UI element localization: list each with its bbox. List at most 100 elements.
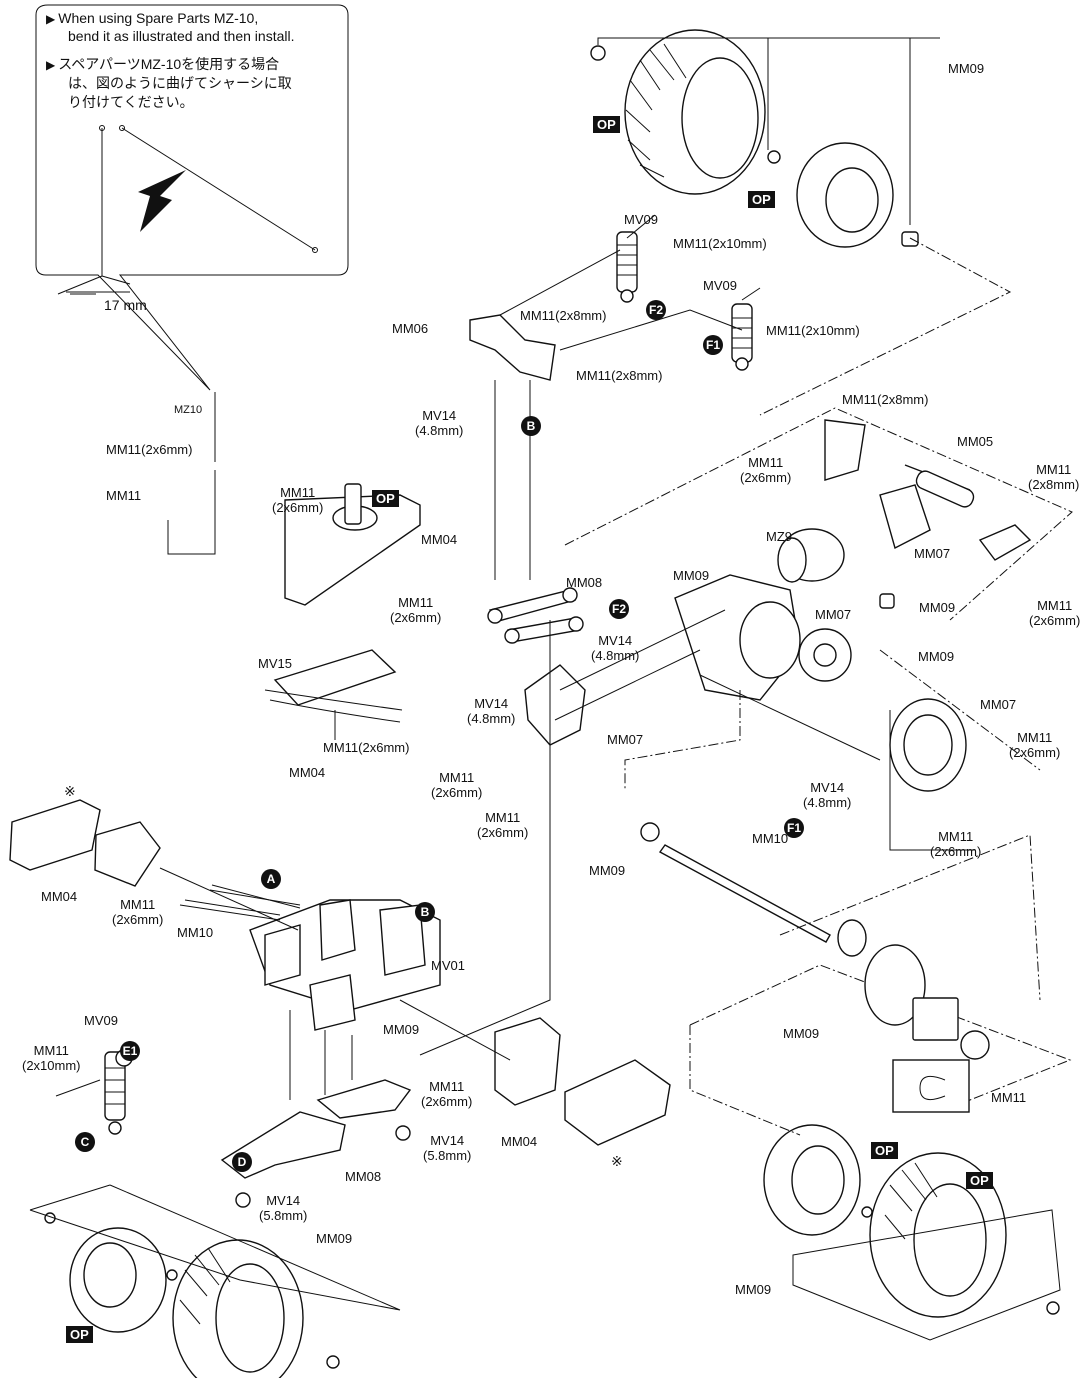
label-mm11-2x8-b: MM11(2x8mm) [576, 368, 663, 383]
label-mv14-58c: MV14(5.8mm) [259, 1193, 308, 1223]
wire-illustration [57, 127, 316, 295]
label-mm10-left: MM10 [177, 925, 214, 940]
label-mv09-mid: MV09 [703, 278, 737, 293]
label-mm11-cover: MM11(2x6mm) [1009, 730, 1061, 760]
shock-f2 [616, 231, 638, 303]
note-en-2: bend it as illustrated and then install. [68, 28, 295, 44]
mm05-mount [824, 419, 866, 481]
op-badge: OP [966, 1172, 993, 1189]
label-mm07-left: MM07 [607, 732, 644, 747]
label-mm06: MM06 [392, 321, 429, 336]
label-mv14-48: MV14(4.8mm) [415, 408, 464, 438]
op-badge: OP [871, 1142, 898, 1159]
label-mm11-2x8-c: MM11(2x8mm) [842, 392, 929, 407]
label-mv14-f2: MV14(4.8mm) [591, 633, 640, 663]
note-ja-2: は、図のように曲げてシャーシに取 [68, 75, 292, 91]
chassis-mv01 [249, 899, 441, 1031]
label-mm09-axle: MM09 [589, 863, 626, 878]
motor-mz9 [777, 528, 895, 609]
label-mm11-2x8-a: MM11(2x8mm) [520, 308, 607, 323]
triangle-bullet-icon: ▶ [46, 12, 56, 26]
shock-f1 [731, 303, 753, 371]
label-mm11-mm04: MM11(2x6mm) [272, 485, 324, 515]
wheel-bottom-right [763, 1124, 1060, 1318]
mv15-board [273, 649, 397, 706]
label-mm11-far2: MM11(2x6mm) [1029, 598, 1081, 628]
label-mm11-mv15: MM11(2x6mm) [390, 595, 442, 625]
gearbox [524, 574, 801, 746]
label-mm10-right: MM10 [752, 831, 789, 846]
marker-a: A [261, 869, 281, 889]
mm08-arm-lower [220, 1111, 346, 1179]
wheel-bottom-left [44, 1212, 340, 1378]
battery-cover-ref [564, 1059, 671, 1146]
note-ja-3: り付けてください。 [68, 94, 194, 110]
label-mm11-2x10-top: MM11(2x10mm) [673, 236, 767, 251]
label-mm04: MM04 [421, 532, 458, 547]
label-mm11-right: MM11(2x6mm) [431, 770, 483, 800]
marker-c: C [75, 1132, 95, 1152]
axle-mm10 [658, 844, 831, 943]
label-mm11-2x10: MM11(2x10mm) [22, 1043, 81, 1073]
marker-e1: E1 [120, 1041, 140, 1061]
marker-f1: F1 [784, 818, 804, 838]
label-mv14-58: MV14(5.8mm) [423, 1133, 472, 1163]
label-mm11: MM11 [106, 488, 142, 503]
label-mm07-gb: MM07 [815, 607, 852, 622]
marker-f1: F1 [703, 335, 723, 355]
label-mm08-bottom: MM08 [345, 1169, 382, 1184]
label-mm09-gear: MM09 [673, 568, 710, 583]
ref-mark: ※ [611, 1153, 623, 1169]
dimension-17mm: 17 mm [104, 297, 147, 313]
label-mm09-spur: MM09 [918, 649, 955, 664]
label-mm09-chassis: MM09 [383, 1022, 420, 1037]
mm06-bracket [469, 314, 556, 381]
label-mv14-left: MV14(4.8mm) [467, 696, 516, 726]
label-mv14-f1: MV14(4.8mm) [803, 780, 852, 810]
wheel-top-right [590, 29, 919, 248]
note-ja-line1: スペアパーツMZ-10を使用する場合 [58, 56, 280, 72]
mm04-tray [284, 494, 421, 606]
callout-bubble [35, 4, 349, 391]
ref-mark: ※ [64, 783, 76, 799]
mz10-wire [167, 392, 216, 555]
label-mm11-left: MM11(2x6mm) [112, 897, 164, 927]
label-mm11-2x10-mid: MM11(2x10mm) [766, 323, 860, 338]
mm05-plate [978, 524, 1032, 561]
marker-b: B [521, 416, 541, 436]
mm07-bracket [879, 484, 931, 550]
mm05-shaft [915, 470, 975, 508]
op-badge: OP [66, 1326, 93, 1343]
label-mm07-cover: MM07 [980, 697, 1017, 712]
shock-e1 [104, 1049, 133, 1135]
label-mm08-mid: MM08 [566, 575, 603, 590]
mm04-ref-part [9, 799, 101, 871]
label-mm11-2x6: MM11(2x6mm) [106, 442, 193, 457]
marker-f2: F2 [646, 300, 666, 320]
mm08-arm-upper [316, 1079, 412, 1119]
op-badge: OP [593, 116, 620, 133]
label-mm04-bottom: MM04 [501, 1134, 538, 1149]
label-mm09-pinion: MM09 [919, 600, 956, 615]
label-mv09-top: MV09 [624, 212, 658, 227]
label-mm09-diff: MM09 [783, 1026, 820, 1041]
mm04-bottom [494, 1017, 561, 1106]
mm04-left-part [94, 821, 161, 887]
label-mm11-eclip: MM11 [991, 1090, 1027, 1105]
label-mm11-far: MM11(2x8mm) [1028, 462, 1080, 492]
marker-f2: F2 [609, 599, 629, 619]
mm08-rod-a [489, 589, 577, 623]
triangle-bullet-icon: ▶ [46, 58, 56, 72]
op-badge: OP [372, 490, 399, 507]
note-en-1: ▶When using Spare Parts MZ-10, [46, 10, 258, 28]
label-mm09-wheel-right: MM09 [735, 1282, 772, 1297]
label-mm09-top: MM09 [948, 61, 985, 76]
label-mm04-small: MM04 [289, 765, 326, 780]
note-en-line1: When using Spare Parts MZ-10, [58, 10, 259, 26]
marker-b: B [415, 902, 435, 922]
label-mz9: MZ9 [766, 529, 792, 544]
marker-d: D [232, 1152, 252, 1172]
label-mz10: MZ10 [174, 404, 203, 416]
label-mv09-left: MV09 [84, 1013, 118, 1028]
